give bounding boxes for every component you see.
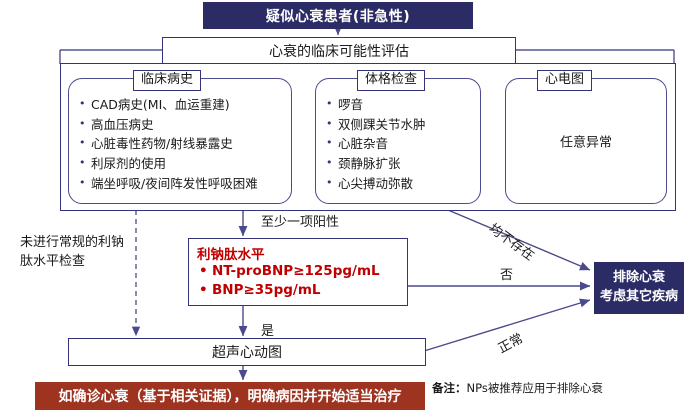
list-item: • 啰音 [326, 97, 474, 113]
bullet-icon: • [326, 175, 333, 189]
edge-label-yes: 是 [261, 324, 275, 339]
criteria-box-ecg: 任意异常 [505, 78, 667, 204]
bullet-icon: • [326, 136, 333, 150]
bullet-icon: • [326, 155, 333, 169]
bullet-icon: • [199, 282, 208, 298]
echocardiogram-box: 超声心动图 [68, 338, 426, 366]
physical-exam-bullet-list: • 啰音 • 双侧踝关节水肿 • 心脏杂音 • 颈静脉扩张 • 心尖搏动弥散 [326, 97, 474, 195]
side-note-no-routine-np: 未进行常规的利钠肽水平检查 [20, 235, 125, 269]
bullet-icon: • [79, 136, 86, 150]
bullet-icon: • [79, 116, 86, 130]
exam-item-0: 啰音 [338, 97, 364, 112]
footnote-text: NPs被推荐应用于排除心衰 [466, 381, 603, 395]
edge-label-none-present: 均不存在 [485, 221, 537, 264]
history-item-2: 心脏毒性药物/射线暴露史 [91, 136, 233, 152]
list-item: • 利尿剂的使用 [79, 156, 285, 172]
criteria-box-history: • CAD病史(MI、血运重建) • 高血压病史 • 心脏毒性药物/射线暴露史 • 利尿… [68, 78, 292, 204]
criteria-box-history-label: 临床病史 [133, 70, 202, 92]
exclude-line-2: 考虑其它疾病 [599, 289, 678, 304]
exam-item-1: 双侧踝关节水肿 [338, 116, 426, 132]
list-item: • 高血压病史 [79, 117, 285, 133]
footnote: 备注：NPs被推荐应用于排除心衰 [432, 380, 603, 396]
criteria-box-physical-exam-label: 体格检查 [357, 70, 426, 92]
conclusion-box: 如确诊心衰（基于相关证据），明确病因并开始适当治疗 [35, 382, 425, 410]
history-item-1: 高血压病史 [91, 116, 154, 132]
bullet-icon: • [326, 97, 333, 110]
natriuretic-peptide-box: 利钠肽水平 •NT-proBNP≥125pg/mL •BNP≥35pg/mL [188, 238, 408, 306]
edge-label-at-least-one-positive: 至少一项阳性 [261, 215, 340, 230]
exam-item-4: 心尖搏动弥散 [338, 175, 414, 191]
list-item: •NT-proBNP≥125pg/mL [199, 263, 380, 279]
clinical-likelihood-box: 心衰的临床可能性评估 [162, 37, 516, 65]
bullet-icon: • [199, 263, 208, 279]
list-item: • 心尖搏动弥散 [326, 176, 474, 192]
exclude-line-1: 排除心衰 [612, 270, 665, 286]
exclude-heart-failure-box: 排除心衰 考虑其它疾病 [594, 262, 684, 314]
criteria-box-physical-exam: • 啰音 • 双侧踝关节水肿 • 心脏杂音 • 颈静脉扩张 • 心尖搏动弥散 [315, 78, 481, 204]
list-item: • 双侧踝关节水肿 [326, 117, 474, 133]
footnote-prefix: 备注： [432, 381, 467, 395]
list-item: • 心脏毒性药物/射线暴露史 [79, 136, 285, 152]
np-item-0: NT-proBNP≥125pg/mL [212, 263, 380, 279]
edge-label-no: 否 [500, 268, 514, 283]
ecg-center-text: 任意异常 [559, 135, 612, 151]
np-item-1: BNP≥35pg/mL [212, 282, 321, 298]
bullet-icon: • [79, 97, 86, 110]
history-bullet-list: • CAD病史(MI、血运重建) • 高血压病史 • 心脏毒性药物/射线暴露史 • 利尿… [79, 97, 285, 195]
bullet-icon: • [79, 175, 86, 189]
criteria-box-ecg-label: 心电图 [537, 70, 593, 92]
history-item-0: CAD病史(MI、血运重建) [91, 97, 230, 112]
exam-item-2: 心脏杂音 [338, 136, 389, 152]
bullet-icon: • [79, 155, 86, 169]
exam-item-3: 颈静脉扩张 [338, 155, 401, 171]
history-item-4: 端坐呼吸/夜间阵发性呼吸困难 [91, 175, 258, 191]
bullet-icon: • [326, 116, 333, 130]
list-item: • CAD病史(MI、血运重建) [79, 97, 285, 113]
page-title: 疑似心衰患者(非急性) [203, 2, 473, 29]
list-item: •BNP≥35pg/mL [199, 282, 380, 298]
list-item: • 端坐呼吸/夜间阵发性呼吸困难 [79, 176, 285, 192]
natriuretic-peptide-title: 利钠肽水平 [197, 247, 265, 263]
natriuretic-peptide-list: •NT-proBNP≥125pg/mL •BNP≥35pg/mL [199, 263, 380, 301]
list-item: • 心脏杂音 [326, 136, 474, 152]
edge-label-normal: 正常 [495, 331, 526, 357]
history-item-3: 利尿剂的使用 [91, 155, 167, 171]
list-item: • 颈静脉扩张 [326, 156, 474, 172]
